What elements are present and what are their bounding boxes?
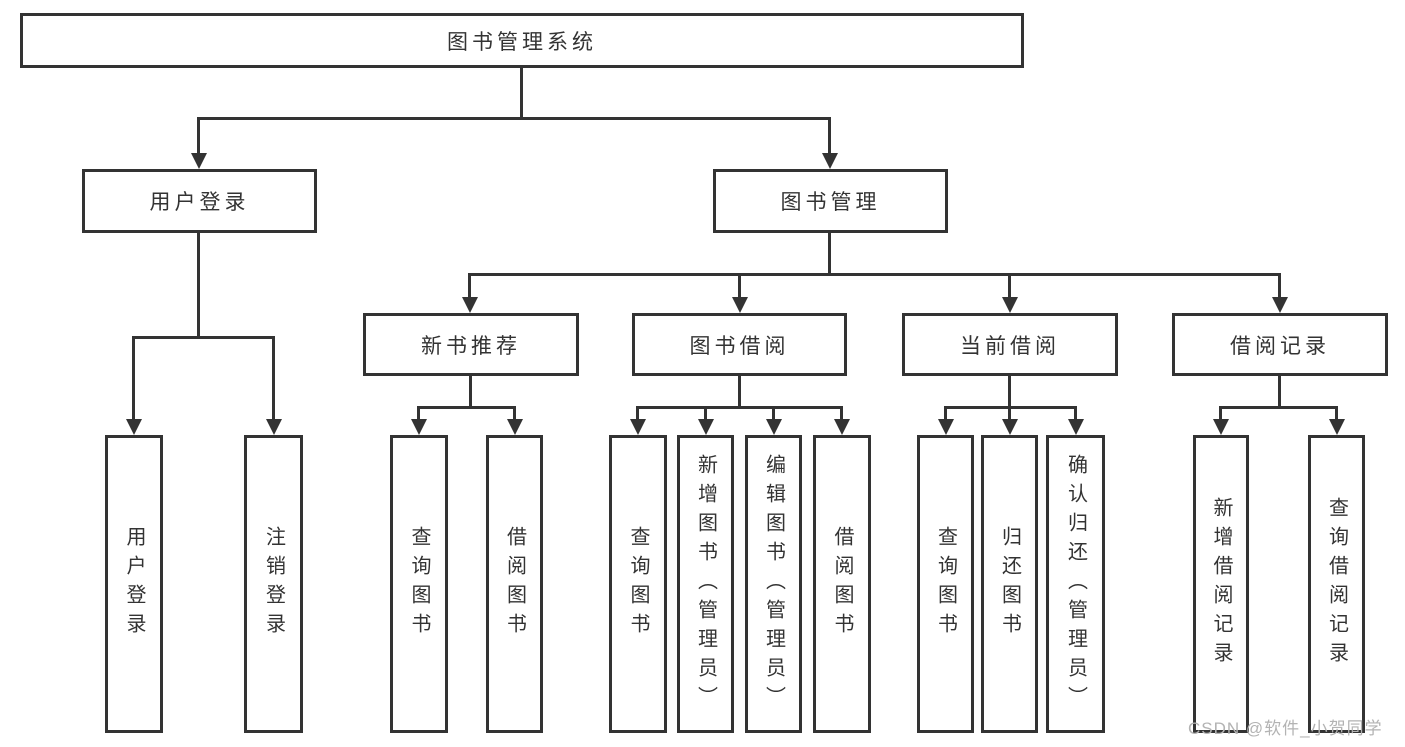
node-user-login: 用户登录 (82, 169, 317, 233)
arrow-bb-borrow (833, 406, 850, 435)
leaf-user-login: 用户登录 (105, 435, 163, 733)
node-borrow-records-label: 借阅记录 (1230, 334, 1330, 358)
arrow-nr-borrow (506, 406, 523, 435)
arrow-cb-return (1001, 406, 1018, 435)
connector-borrow-records-stem (1278, 376, 1281, 406)
leaf-bb-edit-books-admin-label: 编辑图书（管理员） (762, 453, 785, 715)
arrow-to-book-management (821, 117, 838, 169)
arrow-cb-query (937, 406, 954, 435)
leaf-nr-borrow-books: 借阅图书 (486, 435, 543, 733)
leaf-br-query-record: 查询借阅记录 (1308, 435, 1365, 733)
connector-borrow-records-split (1219, 406, 1338, 409)
leaf-cb-query-books-label: 查询图书 (934, 526, 957, 642)
leaf-br-add-record: 新增借阅记录 (1193, 435, 1249, 733)
leaf-bb-borrow-books-label: 借阅图书 (831, 526, 853, 642)
connector-book-borrow-split (636, 406, 843, 409)
leaf-bb-borrow-books: 借阅图书 (813, 435, 871, 733)
node-book-borrow: 图书借阅 (632, 313, 847, 376)
leaf-bb-edit-books-admin: 编辑图书（管理员） (745, 435, 802, 733)
connector-book-management-split (468, 273, 1281, 276)
csdn-watermark: CSDN @软件_小贺同学 (1188, 719, 1383, 738)
node-book-management-label: 图书管理 (780, 191, 881, 214)
arrow-br-add (1212, 406, 1229, 435)
node-current-borrow: 当前借阅 (902, 313, 1118, 376)
connector-root-stem (520, 68, 523, 117)
leaf-logout: 注销登录 (244, 435, 303, 733)
arrow-bb-add (697, 406, 714, 435)
node-new-book-rec: 新书推荐 (363, 313, 579, 376)
leaf-cb-query-books: 查询图书 (917, 435, 974, 733)
leaf-bb-add-books-admin: 新增图书（管理员） (677, 435, 734, 733)
leaf-cb-return-books-label: 归还图书 (998, 526, 1021, 642)
leaf-cb-confirm-return-admin-label: 确认归还（管理员） (1064, 453, 1087, 715)
arrow-cb-confirm (1067, 406, 1084, 435)
leaf-nr-query-books: 查询图书 (390, 435, 448, 733)
node-root-label: 图书管理系统 (447, 30, 597, 54)
arrow-nr-query (410, 406, 427, 435)
node-new-book-rec-label: 新书推荐 (421, 334, 521, 358)
connector-user-login-split (132, 336, 275, 339)
connector-new-book-rec-stem (469, 376, 472, 406)
connector-user-login-stem (197, 233, 200, 336)
leaf-bb-query-books-label: 查询图书 (627, 526, 649, 642)
leaf-nr-query-books-label: 查询图书 (408, 526, 430, 642)
node-current-borrow-label: 当前借阅 (960, 334, 1060, 358)
leaf-cb-confirm-return-admin: 确认归还（管理员） (1046, 435, 1105, 733)
node-user-login-label: 用户登录 (149, 191, 250, 214)
leaf-nr-borrow-books-label: 借阅图书 (503, 526, 526, 642)
connector-current-borrow-stem (1008, 376, 1011, 406)
arrow-to-borrow-records (1271, 273, 1288, 313)
leaf-br-query-record-label: 查询借阅记录 (1325, 497, 1348, 671)
connector-root-split (197, 117, 831, 120)
node-root: 图书管理系统 (20, 13, 1024, 68)
arrow-to-current-borrow (1001, 273, 1018, 313)
arrow-to-book-borrow (731, 273, 748, 313)
leaf-cb-return-books: 归还图书 (981, 435, 1038, 733)
arrow-to-logout-leaf (265, 336, 282, 435)
arrow-bb-query (629, 406, 646, 435)
node-book-management: 图书管理 (713, 169, 948, 233)
leaf-logout-label: 注销登录 (262, 526, 285, 642)
leaf-bb-add-books-admin-label: 新增图书（管理员） (694, 453, 717, 715)
arrow-to-user-login (190, 117, 207, 169)
leaf-bb-query-books: 查询图书 (609, 435, 667, 733)
connector-book-management-stem (828, 233, 831, 273)
leaf-user-login-label: 用户登录 (123, 526, 145, 642)
node-borrow-records: 借阅记录 (1172, 313, 1388, 376)
connector-book-borrow-stem (738, 376, 741, 406)
connector-new-book-rec-split (417, 406, 516, 409)
arrow-br-query (1328, 406, 1345, 435)
arrow-bb-edit (765, 406, 782, 435)
node-book-borrow-label: 图书借阅 (689, 334, 790, 358)
leaf-br-add-record-label: 新增借阅记录 (1210, 497, 1232, 671)
arrow-to-new-book-rec (461, 273, 478, 313)
arrow-to-user-login-leaf (125, 336, 142, 435)
